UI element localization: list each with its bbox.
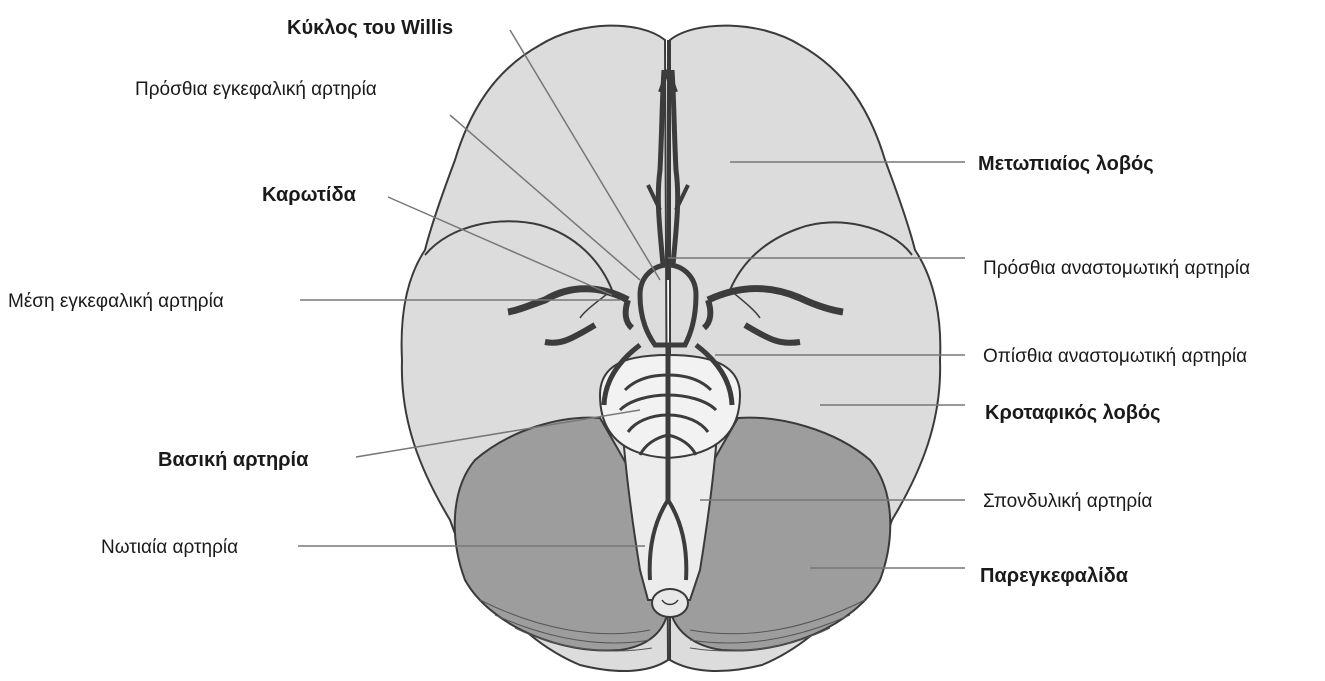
label-carotid: Καρωτίδα bbox=[262, 185, 356, 205]
spinal-cord-cross-section bbox=[652, 589, 688, 617]
label-middle-cerebral-artery: Μέση εγκεφαλική αρτηρία bbox=[8, 292, 224, 311]
label-basilar-artery: Βασική αρτηρία bbox=[158, 450, 308, 470]
label-circle-of-willis: Κύκλος του Willis bbox=[287, 18, 453, 38]
label-cerebellum: Παρεγκεφαλίδα bbox=[980, 566, 1128, 586]
label-frontal-lobe: Μετωπιαίος λοβός bbox=[978, 154, 1154, 174]
label-posterior-communicating-artery: Οπίσθια αναστομωτική αρτηρία bbox=[983, 347, 1247, 366]
label-vertebral-artery: Σπονδυλική αρτηρία bbox=[983, 492, 1152, 511]
label-anterior-communicating-artery: Πρόσθια αναστομωτική αρτηρία bbox=[983, 259, 1250, 278]
label-anterior-cerebral-artery: Πρόσθια εγκεφαλική αρτηρία bbox=[135, 80, 377, 99]
label-spinal-artery: Νωτιαία αρτηρία bbox=[101, 538, 238, 557]
label-temporal-lobe: Κροταφικός λοβός bbox=[985, 403, 1161, 423]
